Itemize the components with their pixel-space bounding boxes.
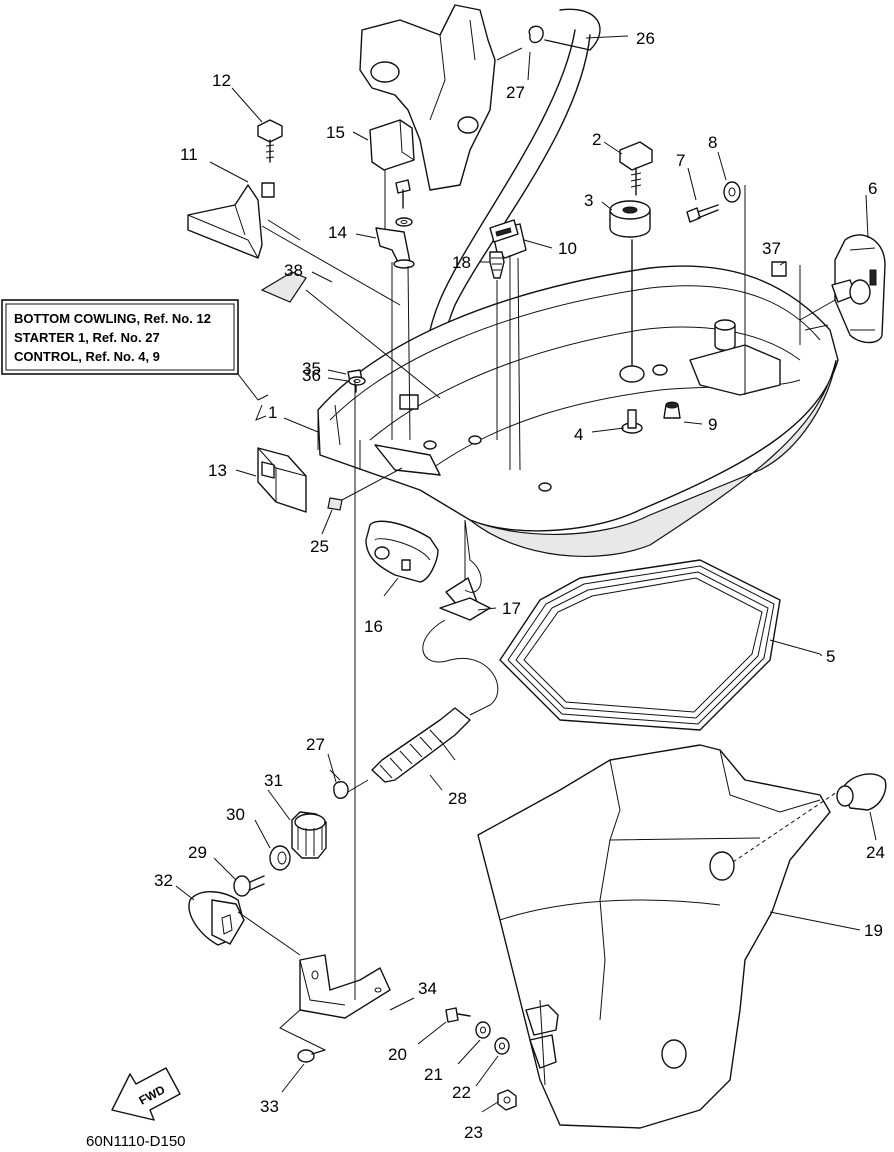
- part-number-12: 12: [212, 71, 231, 90]
- part-number-30: 30: [226, 805, 245, 824]
- part-number-26: 26: [636, 29, 655, 48]
- part-number-36: 36: [302, 366, 321, 385]
- diagram-code: 60N1110-D150: [86, 1133, 186, 1150]
- washer-21: [475, 1021, 491, 1039]
- part-number-8: 8: [708, 133, 717, 152]
- lower-cowling-19: [477, 744, 841, 1129]
- part-9: [663, 401, 681, 419]
- part-number-16: 16: [364, 617, 383, 636]
- part-number-19: 19: [864, 921, 883, 940]
- part-number-17: 17: [502, 599, 521, 618]
- part-number-33: 33: [260, 1097, 279, 1116]
- part-number-5: 5: [826, 647, 835, 666]
- part-number-1: 1: [268, 403, 277, 422]
- bottom-cowling: [317, 265, 839, 557]
- part-number-2: 2: [592, 130, 601, 149]
- part-number-27-bottom: 27: [306, 735, 325, 754]
- part-25: [327, 467, 403, 511]
- screw-small: [395, 179, 413, 227]
- part-number-32: 32: [154, 871, 173, 890]
- info-line-2: STARTER 1, Ref. No. 27: [14, 330, 160, 345]
- plug-10: [489, 219, 527, 471]
- engine-block-fragment: [359, 4, 496, 191]
- part-number-34: 34: [418, 979, 437, 998]
- part-number-13: 13: [208, 461, 227, 480]
- hose-clip: [496, 25, 544, 61]
- part-number-21: 21: [424, 1065, 443, 1084]
- screw-29: [233, 875, 265, 897]
- grommet-24: [836, 773, 887, 811]
- part-number-7: 7: [676, 151, 685, 170]
- nut-23: [497, 1089, 517, 1111]
- lever-6: [799, 234, 886, 344]
- knob-31: [291, 811, 327, 859]
- part-number-9: 9: [708, 415, 717, 434]
- clip-27-lower: [329, 769, 369, 799]
- part-number-24: 24: [866, 843, 885, 862]
- part-number-4: 4: [574, 425, 583, 444]
- decal-37: [771, 261, 801, 345]
- grip-32: [188, 891, 301, 956]
- part-number-20: 20: [388, 1045, 407, 1064]
- washer-8: [723, 181, 746, 395]
- fwd-arrow: FWD: [111, 1067, 181, 1121]
- screw-33: [297, 1049, 326, 1063]
- part-number-31: 31: [264, 771, 283, 790]
- part-number-11: 11: [180, 145, 198, 164]
- part-number-10: 10: [558, 239, 577, 258]
- bracket-34: [279, 954, 391, 1051]
- washer-22: [494, 1037, 510, 1055]
- part-number-22: 22: [452, 1083, 471, 1102]
- cable-28: [371, 707, 471, 783]
- grommet-3: [609, 200, 651, 366]
- part-number-27-top: 27: [506, 83, 525, 102]
- part-number-labels: 1 2 3 4 5 6 7 8 9 10 11 12 13 14 15 16 1…: [154, 29, 885, 1142]
- part-number-23: 23: [464, 1123, 483, 1142]
- part-number-6: 6: [868, 179, 877, 198]
- part-number-28: 28: [448, 789, 467, 808]
- bolt-20: [445, 1007, 471, 1023]
- part-13: [257, 447, 307, 513]
- part-number-35: 35: [302, 359, 321, 378]
- part-number-25: 25: [310, 537, 329, 556]
- part-4: [621, 409, 643, 434]
- washer-30: [269, 845, 291, 871]
- part-number-3: 3: [584, 191, 593, 210]
- part-number-14: 14: [328, 223, 347, 242]
- info-line-3: CONTROL, Ref. No. 4, 9: [14, 349, 160, 364]
- decal-38: [260, 271, 441, 399]
- part-number-29: 29: [188, 843, 207, 862]
- part-number-15: 15: [326, 123, 345, 142]
- part-number-18: 18: [452, 253, 471, 272]
- info-line-1: BOTTOM COWLING, Ref. No. 12: [14, 311, 211, 326]
- part-number-38: 38: [284, 261, 303, 280]
- washer-36: [348, 376, 366, 386]
- bracket-11: [187, 182, 401, 306]
- leader-lines: [175, 35, 877, 1113]
- grommet-16: [365, 520, 466, 590]
- bolt-2: [619, 141, 653, 196]
- info-box: BOTTOM COWLING, Ref. No. 12 STARTER 1, R…: [1, 299, 269, 421]
- gasket-5: [499, 559, 821, 731]
- bolt-7: [686, 204, 719, 223]
- part-number-37: 37: [762, 239, 781, 258]
- part-15: [369, 119, 415, 230]
- bolt-12: [257, 119, 283, 163]
- clip-14: [375, 227, 415, 441]
